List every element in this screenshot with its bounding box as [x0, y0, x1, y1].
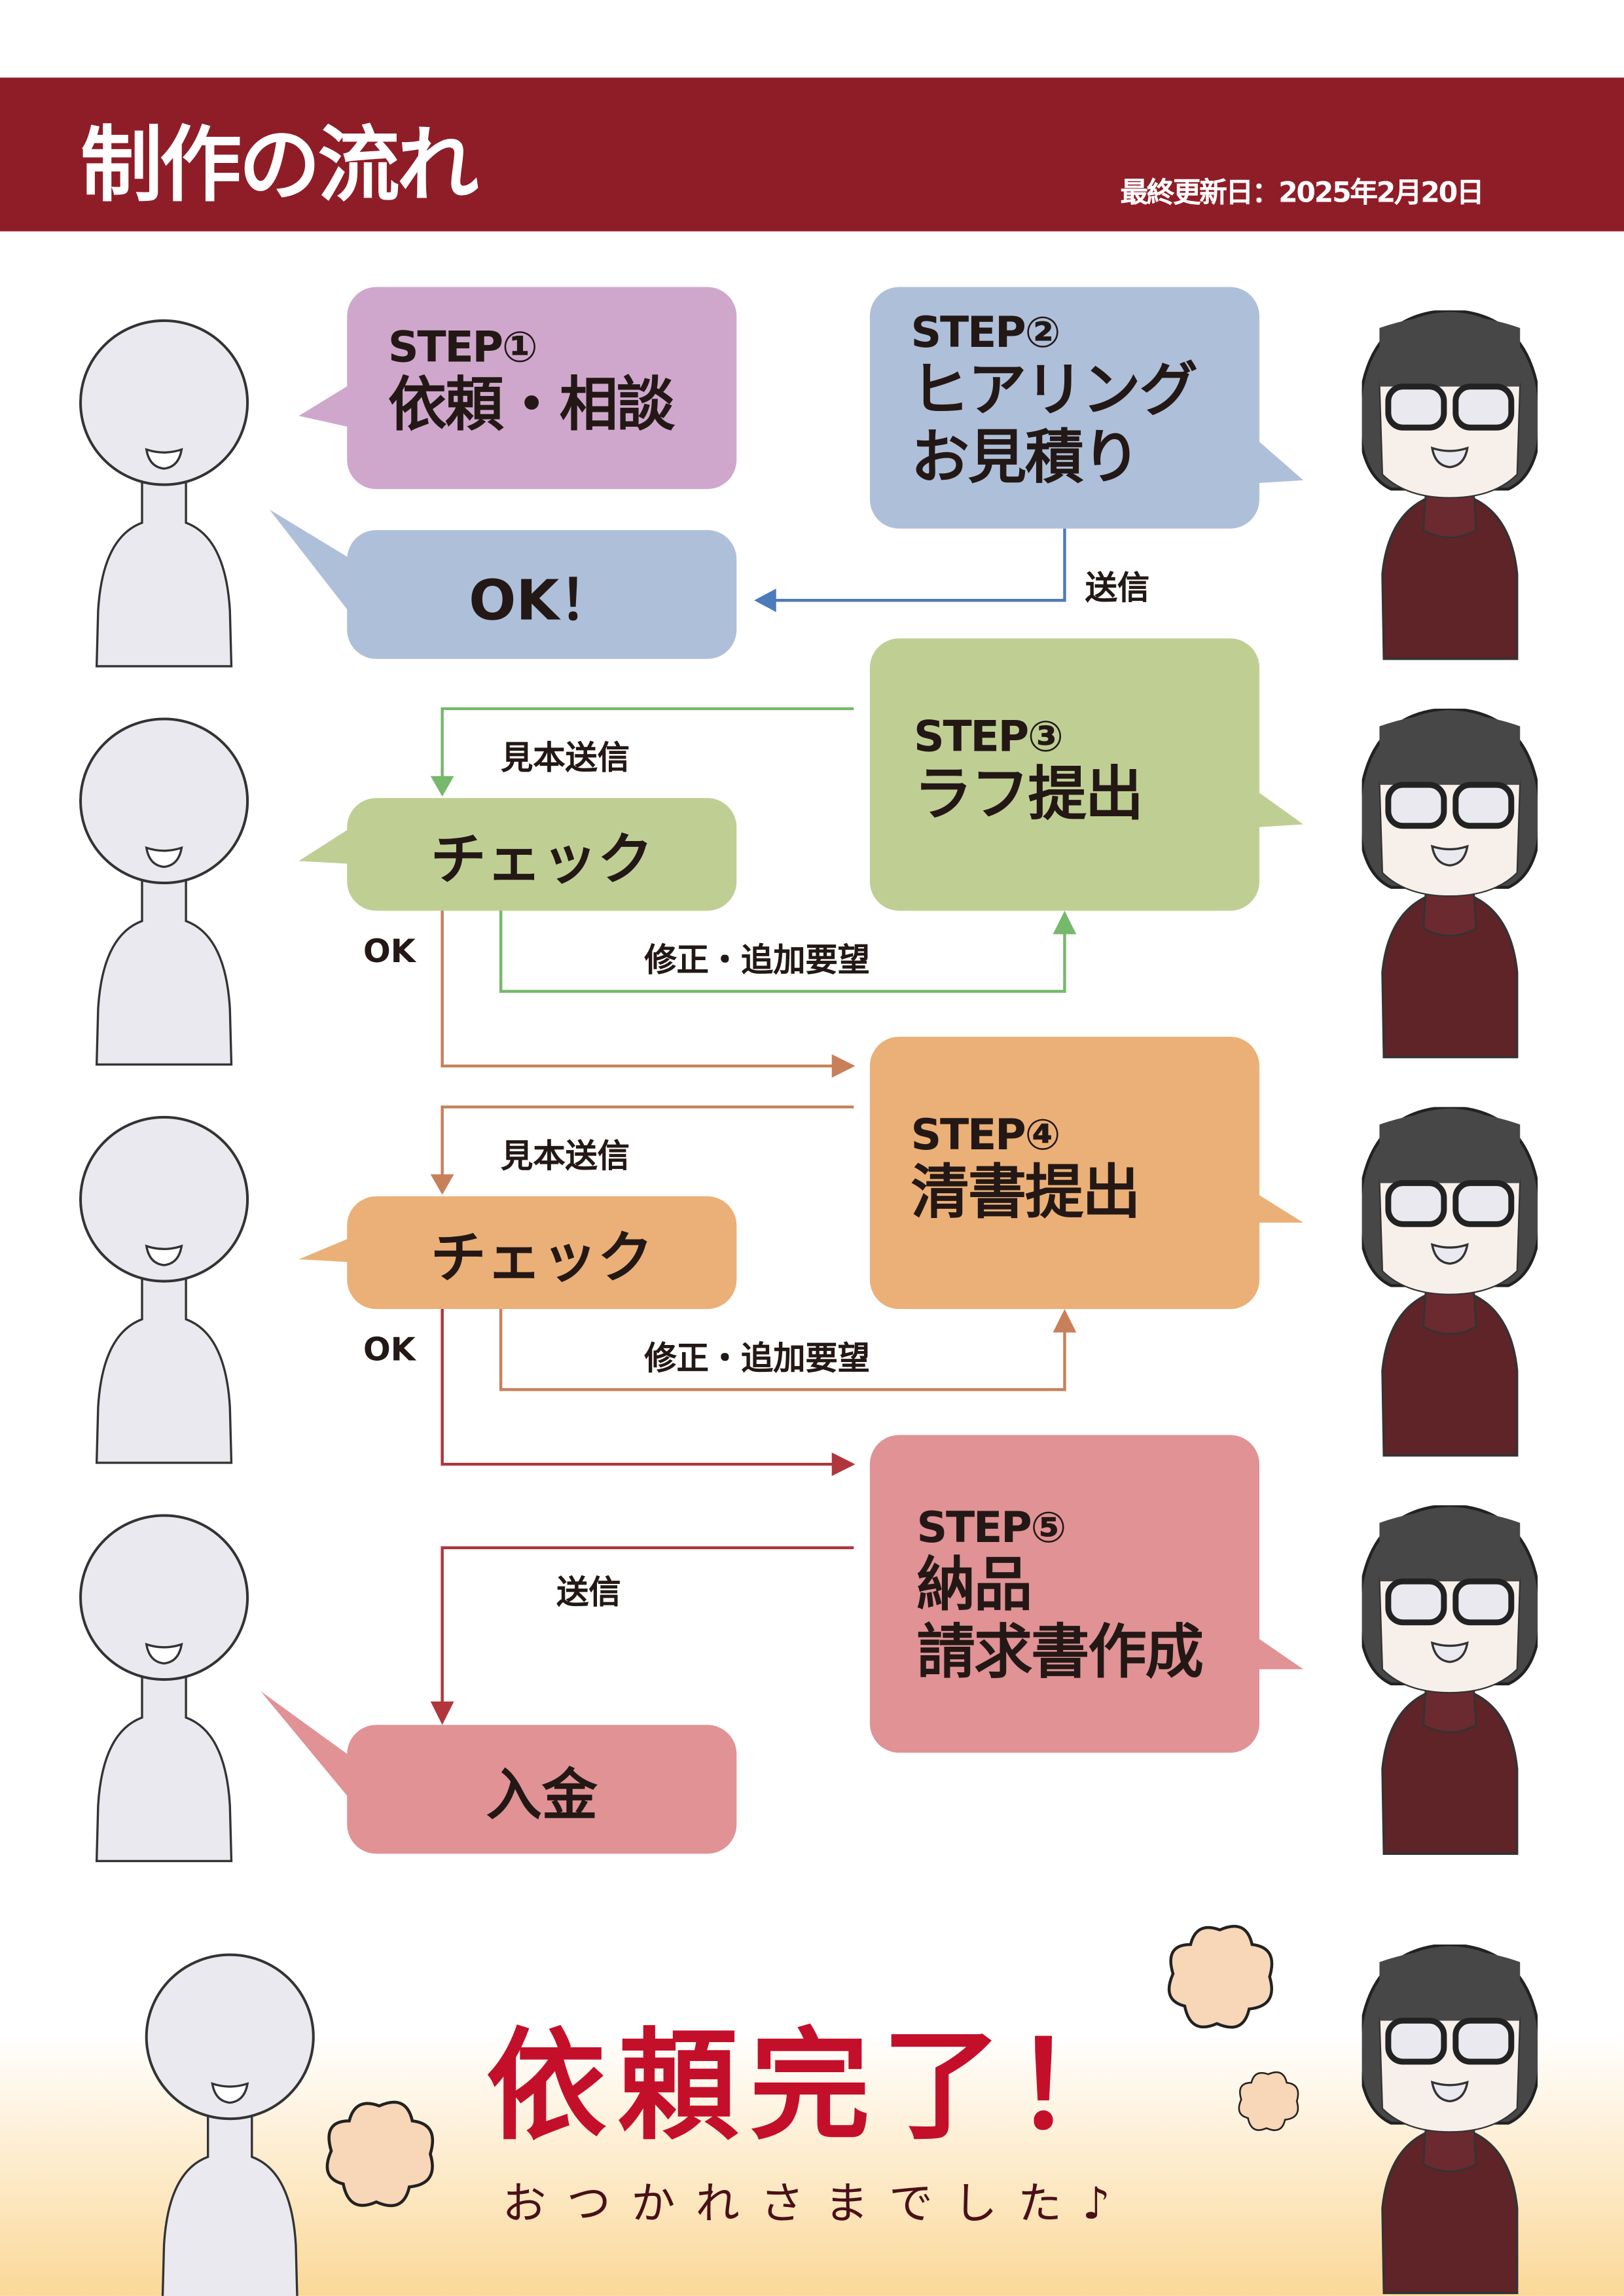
label-revision: 修正・追加要望: [644, 942, 870, 980]
step-title: 納品: [916, 1552, 1032, 1620]
step-number: STEP①: [388, 322, 538, 372]
page-title: 制作の流れ: [81, 118, 479, 214]
client-figure: [142, 1952, 317, 2296]
step-1-bubble: STEP① 依頼・相談: [347, 287, 737, 490]
check-bubble-rough: チェック: [347, 798, 737, 911]
arrow-icon: [430, 1174, 454, 1195]
connector-ok-rough: [441, 910, 839, 1067]
connector-send-invoice: [441, 1546, 854, 1708]
completion-heading: 依頼完了！: [486, 2016, 1146, 2157]
arrow-icon: [430, 776, 454, 797]
arrow-icon: [430, 1701, 454, 1725]
creator-figure: [1362, 1945, 1538, 2296]
client-figure: [76, 1513, 251, 1864]
step-title-line2: 請求書作成: [916, 1619, 1203, 1687]
connector-sample-send-rough: [441, 707, 854, 780]
check-bubble-clean: チェック: [347, 1196, 737, 1310]
last-updated-date: 最終更新日：2025年2月20日: [1120, 177, 1484, 209]
step-5-bubble: STEP⑤ 納品 請求書作成: [869, 1435, 1259, 1753]
label-ok: OK: [363, 1332, 416, 1369]
flower-icon: [1235, 2068, 1302, 2135]
label-send: 送信: [556, 1575, 621, 1613]
arrow-icon: [831, 1054, 856, 1078]
label-send: 送信: [1085, 571, 1150, 608]
thanks-message: おつかれさまでした♪: [502, 2178, 1131, 2231]
label-revision: 修正・追加要望: [644, 1341, 870, 1378]
arrow-icon: [754, 588, 776, 613]
step-3-bubble: STEP③ ラフ提出: [869, 638, 1259, 911]
connector-revision-rough: [499, 910, 1066, 993]
header-band: [0, 77, 1624, 232]
client-figure: [76, 317, 251, 669]
step-number: STEP②: [911, 307, 1061, 357]
flower-icon: [319, 2094, 439, 2214]
step-title: 依頼・相談: [388, 372, 675, 440]
step-title: ヒアリング: [911, 357, 1198, 425]
label-sample-send: 見本送信: [501, 741, 630, 778]
step-number: STEP⑤: [916, 1502, 1066, 1552]
arrow-icon: [831, 1452, 856, 1477]
step-2-bubble: STEP② ヒアリング お見積り: [869, 287, 1259, 529]
creator-figure: [1362, 1107, 1538, 1458]
label-ok: OK: [363, 934, 416, 971]
step-title-line2: お見積り: [911, 424, 1141, 492]
step-number: STEP③: [914, 711, 1064, 762]
creator-figure: [1362, 1505, 1538, 1857]
client-figure: [76, 716, 251, 1067]
payment-bubble: 入金: [347, 1725, 737, 1854]
client-figure: [76, 1115, 251, 1466]
connector-ok-clean: [441, 1309, 839, 1466]
creator-figure: [1362, 310, 1538, 662]
step-title: 清書提出: [911, 1159, 1141, 1227]
flower-icon: [1161, 1918, 1278, 2036]
connector-sample-send-clean: [441, 1105, 854, 1177]
arrow-icon: [1053, 1309, 1077, 1333]
step-title: ラフ提出: [914, 761, 1144, 829]
arrow-icon: [1053, 910, 1077, 935]
connector-send-estimate: [768, 528, 1066, 602]
label-sample-send: 見本送信: [501, 1139, 630, 1176]
connector-revision-clean: [499, 1309, 1066, 1391]
ok-bubble: OK！: [347, 529, 737, 659]
step-number: STEP④: [911, 1109, 1061, 1160]
creator-figure: [1362, 709, 1538, 1060]
step-4-bubble: STEP④ 清書提出: [869, 1036, 1259, 1310]
